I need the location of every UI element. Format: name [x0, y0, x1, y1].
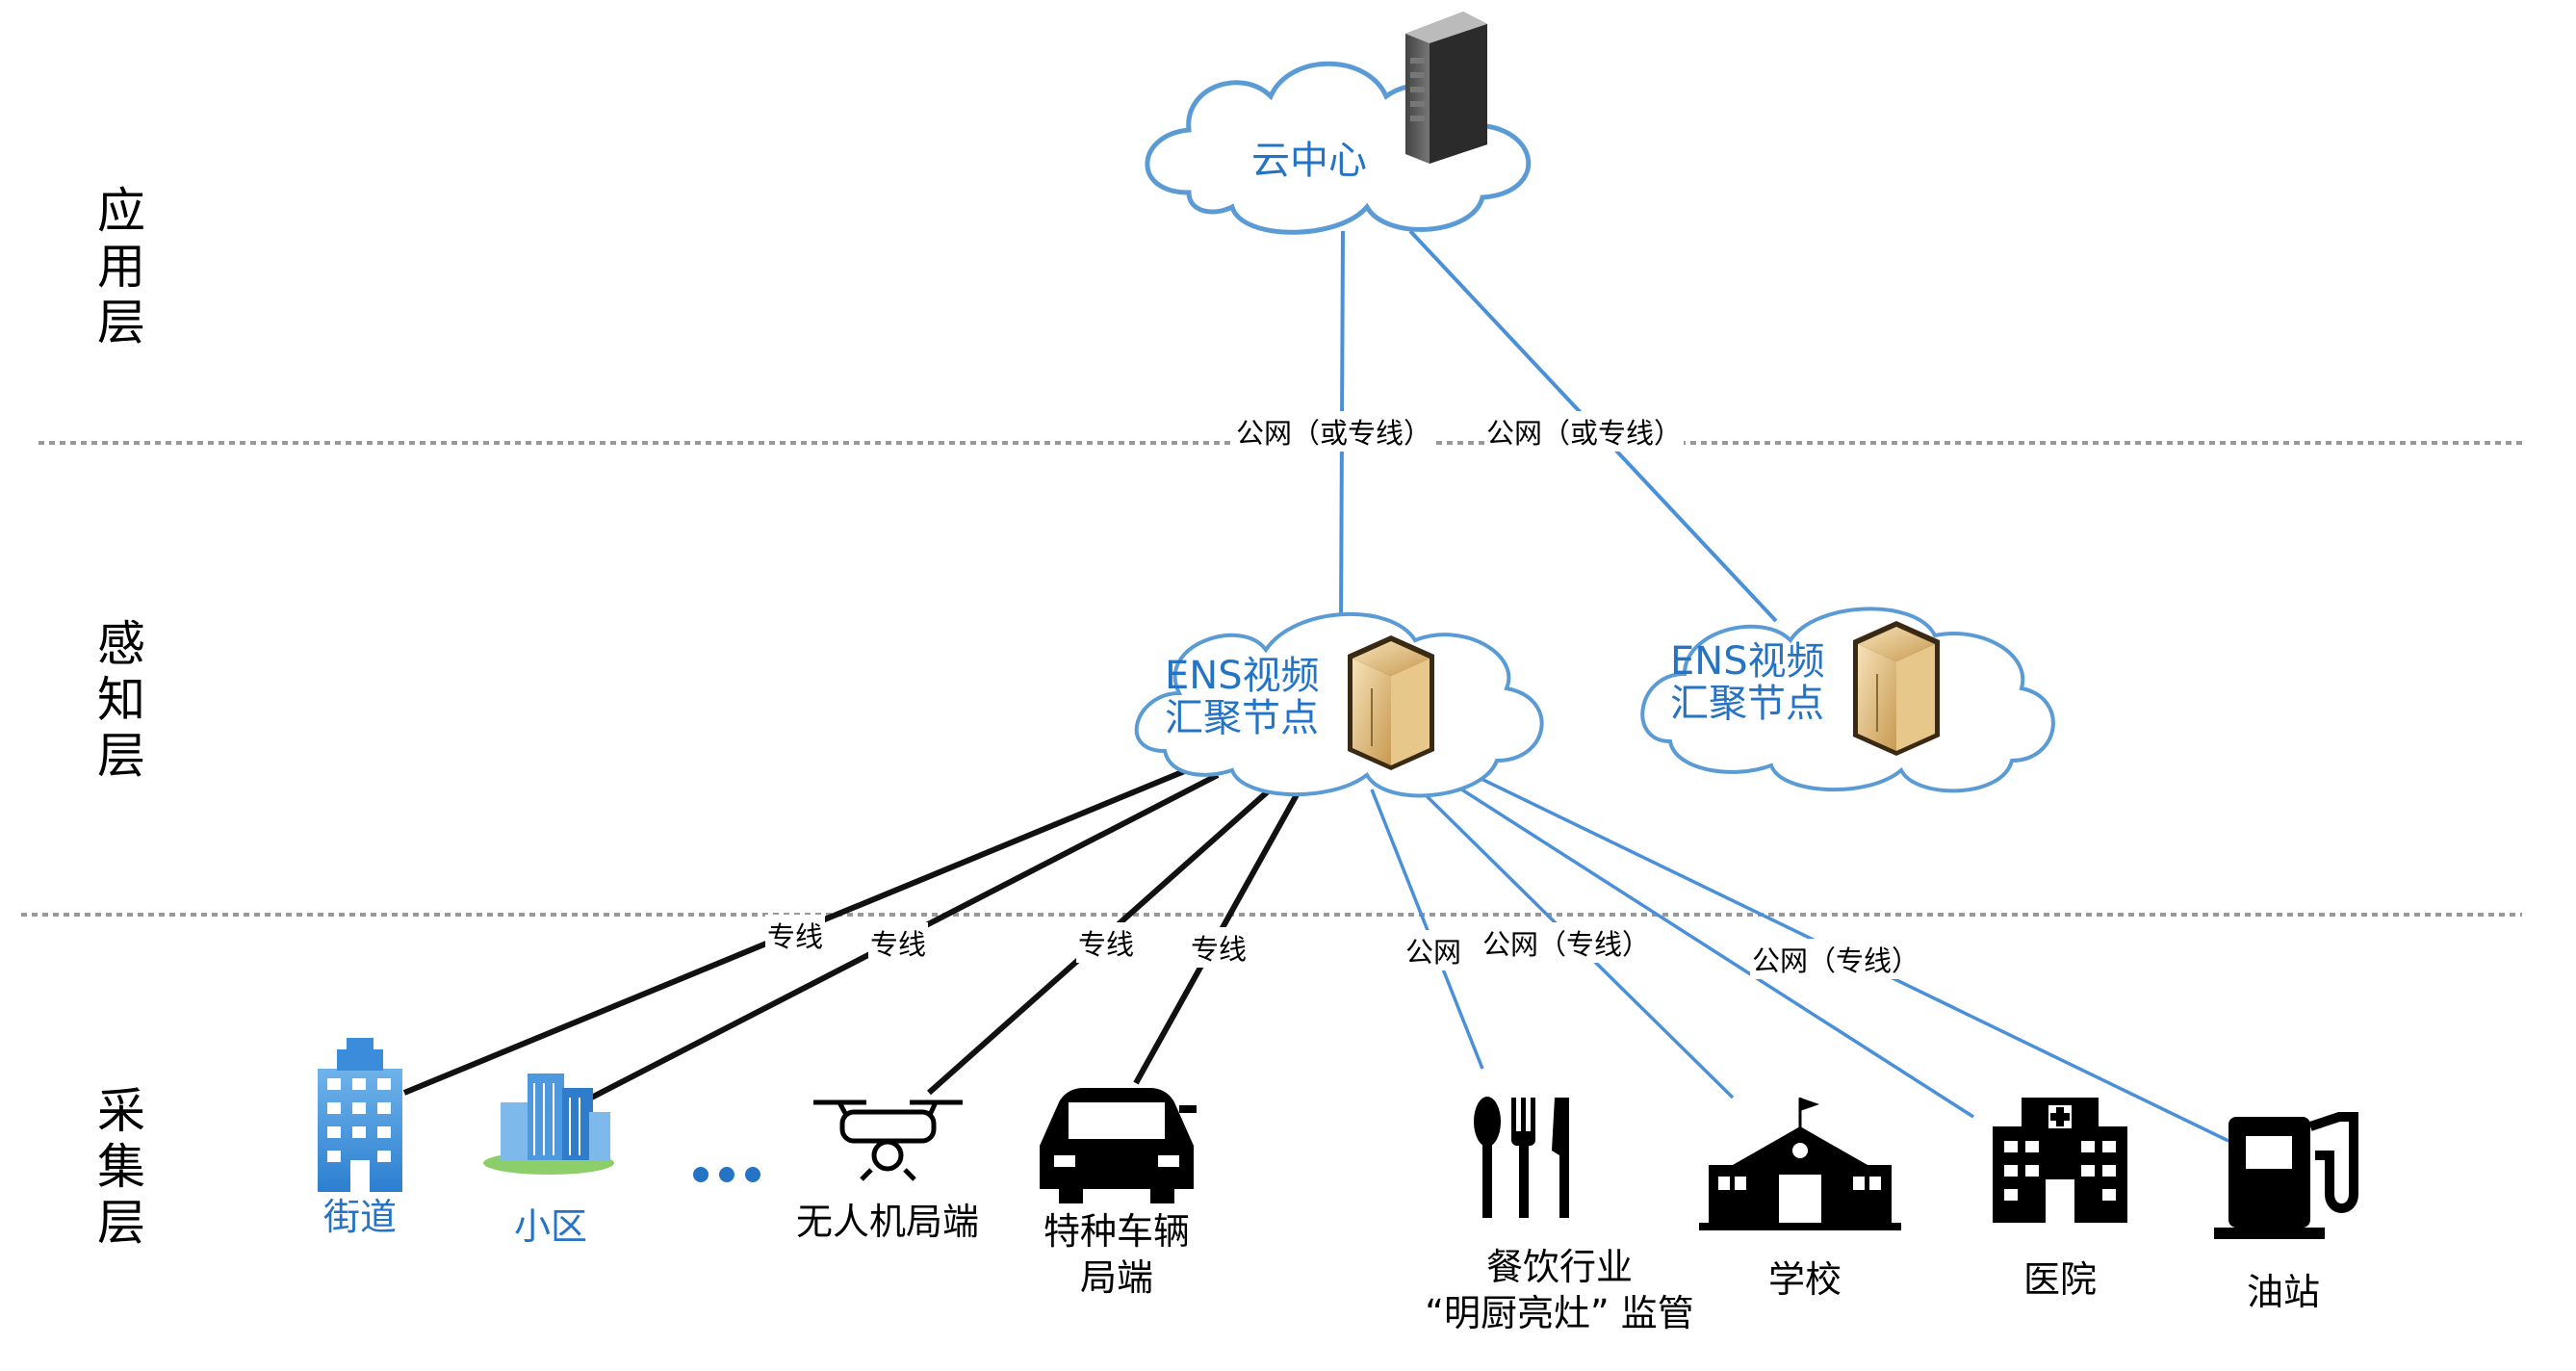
ens-node-2 [1640, 607, 2055, 793]
ellipsis-icon [693, 1167, 760, 1182]
ens-node-1-cloud [1134, 611, 1544, 798]
cloud-center [1145, 12, 1532, 235]
cutlery-icon [1474, 1097, 1569, 1218]
endpoint-label-gas-station: 油站 [2246, 1271, 2321, 1313]
hospital-icon [1993, 1098, 2127, 1223]
fuel-pump-icon [2214, 1112, 2358, 1239]
downlink-label-school: 公网（专线） [1481, 922, 1653, 963]
downlink-label-community: 专线 [868, 922, 929, 963]
downlink-label-hospital: 公网（专线） [1750, 939, 1922, 979]
layer-label-application: 应 用 层 [97, 183, 145, 350]
endpoint-label-school: 学校 [1767, 1258, 1842, 1301]
dedicated-lines [402, 763, 1302, 1110]
endpoint-label-catering: 餐饮行业 “明厨亮灶” 监管 [1425, 1246, 1694, 1334]
drone-icon [813, 1099, 963, 1181]
endpoint-label-vehicle: 特种车辆 局端 [1043, 1210, 1191, 1299]
downlink-label-vehicle: 专线 [1189, 927, 1249, 968]
school-icon [1699, 1098, 1901, 1230]
server-tower-icon [1405, 12, 1487, 164]
endpoint-label-drone: 无人机局端 [795, 1201, 980, 1243]
endpoint-label-hospital: 医院 [2022, 1258, 2098, 1301]
vehicle-icon [1040, 1088, 1197, 1203]
cloud-center-label: 云中心 [1251, 139, 1367, 183]
layer-label-perception: 感 知 层 [97, 616, 145, 784]
ens-node-2-label: ENS视频 汇聚节点 [1670, 639, 1825, 726]
endpoint-label-street: 街道 [322, 1196, 398, 1238]
ens-node-2-cloud [1640, 607, 2055, 793]
downlink-label-catering: 公网 [1404, 930, 1464, 970]
layer-label-collection: 采 集 层 [97, 1083, 145, 1251]
ens-node-1 [1134, 611, 1544, 798]
endpoint-label-community: 小区 [513, 1205, 588, 1248]
residential-buildings-icon [483, 1074, 614, 1175]
ens-node-1-label: ENS视频 汇聚节点 [1165, 654, 1320, 740]
server-cabinet-icon [1853, 621, 1940, 756]
uplink-label-2: 公网（或专线） [1484, 411, 1685, 452]
uplink-label-1: 公网（或专线） [1234, 411, 1434, 452]
server-cabinet-icon [1348, 635, 1434, 770]
office-building-icon [318, 1038, 402, 1192]
downlink-label-street: 专线 [765, 915, 826, 955]
downlink-label-drone: 专线 [1076, 922, 1137, 963]
